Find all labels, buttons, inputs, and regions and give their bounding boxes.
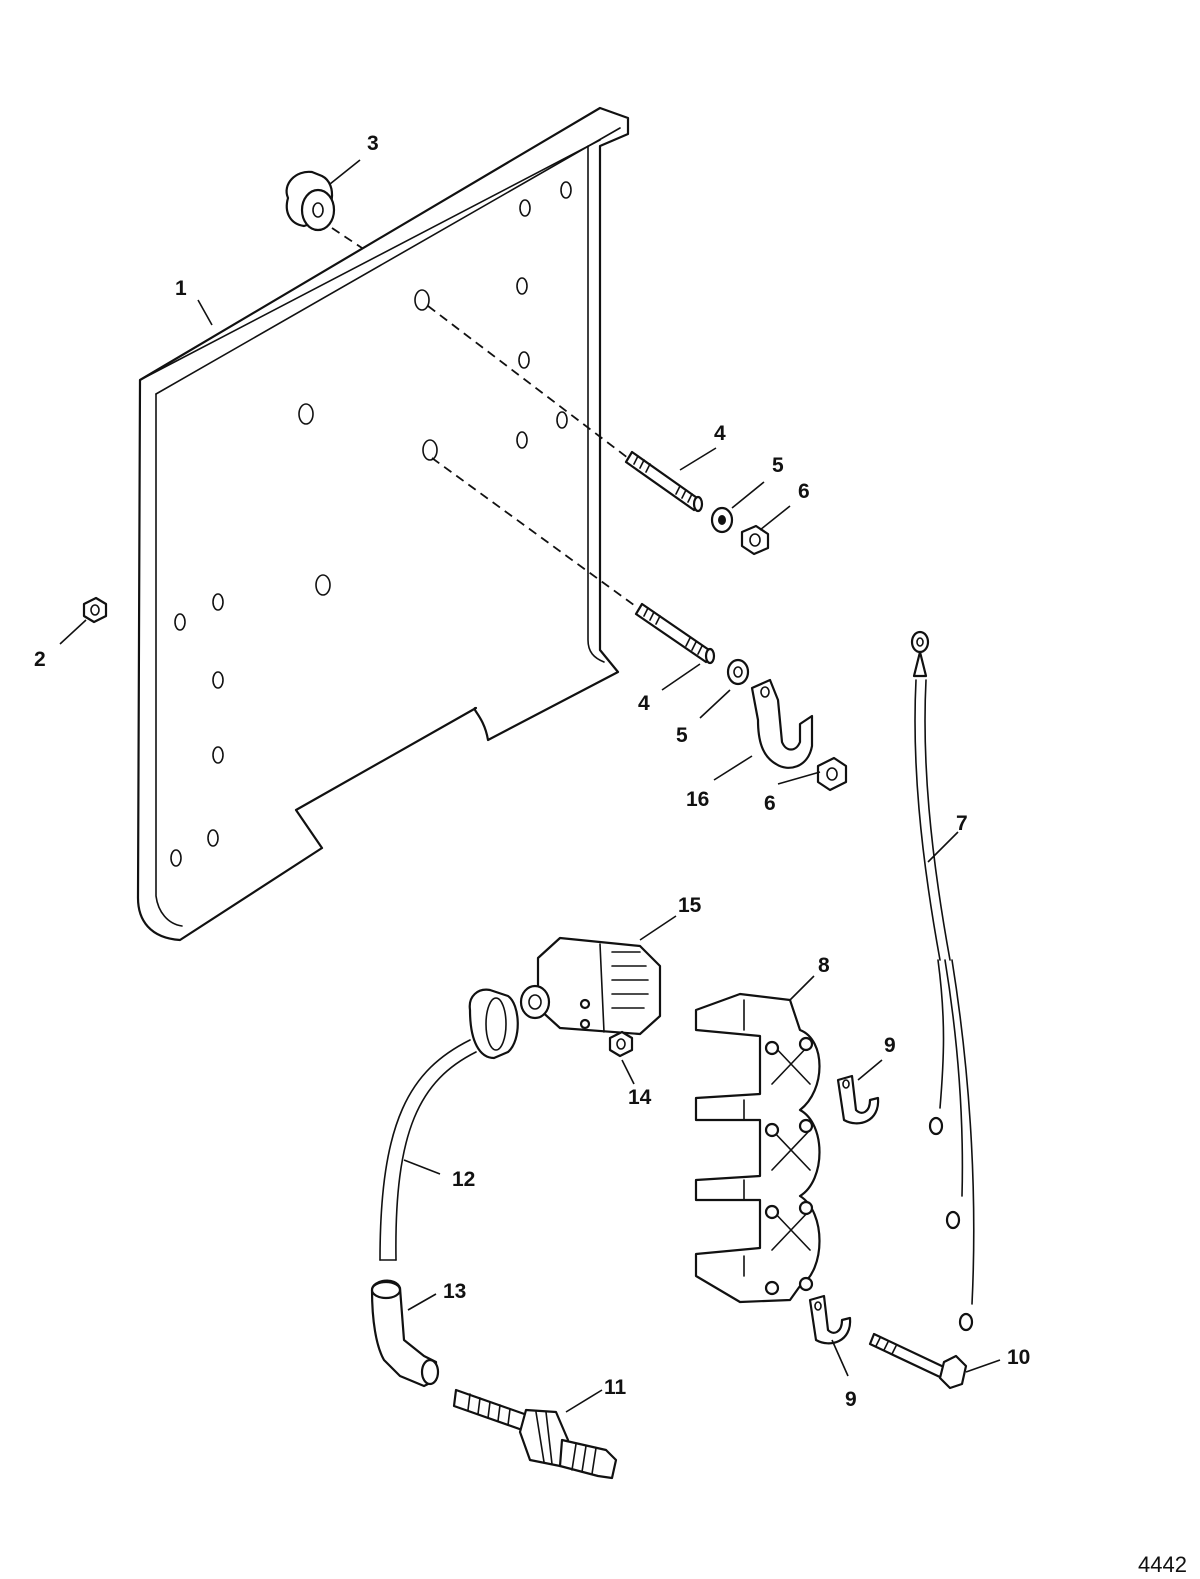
washer-upper bbox=[710, 506, 734, 534]
callout-leaders bbox=[59, 159, 1001, 1413]
spark-plug bbox=[452, 1388, 618, 1480]
ignition-coil bbox=[519, 936, 662, 1036]
high-tension-lead bbox=[379, 988, 519, 1261]
coil-nut bbox=[608, 1030, 634, 1058]
stator-bolt bbox=[868, 1332, 968, 1390]
figure-number: 4442 bbox=[1138, 1552, 1187, 1577]
nut-lower bbox=[816, 756, 848, 792]
callout-8: 8 bbox=[818, 954, 830, 977]
cable-clip-upper bbox=[836, 1074, 880, 1125]
nut-upper bbox=[740, 524, 770, 556]
callout-5-upper: 5 bbox=[772, 454, 784, 477]
callout-14: 14 bbox=[628, 1086, 652, 1109]
cable-clip-lower bbox=[808, 1294, 852, 1345]
stator bbox=[694, 992, 821, 1304]
j-clamp bbox=[750, 678, 814, 769]
stud-guide-line-upper bbox=[427, 305, 629, 459]
callout-3: 3 bbox=[367, 132, 379, 155]
callout-6-lower: 6 bbox=[764, 792, 776, 815]
washer-lower bbox=[726, 658, 750, 686]
callout-16: 16 bbox=[686, 788, 709, 811]
stud-guide-line-lower bbox=[431, 457, 639, 609]
callout-1: 1 bbox=[175, 277, 187, 300]
callout-10: 10 bbox=[1007, 1346, 1030, 1369]
mounting-plate bbox=[136, 106, 630, 942]
grommet-guide-line bbox=[331, 227, 363, 249]
callout-15: 15 bbox=[678, 894, 702, 917]
callout-labels: 1 2 3 4 4 5 5 6 6 7 8 9 9 10 11 12 13 14… bbox=[34, 132, 1030, 1411]
callout-12: 12 bbox=[452, 1168, 475, 1191]
grommet bbox=[285, 170, 336, 232]
callout-4-upper: 4 bbox=[714, 422, 726, 445]
callout-9-upper: 9 bbox=[884, 1034, 896, 1057]
spark-plug-boot bbox=[370, 1279, 440, 1388]
callout-9-lower: 9 bbox=[845, 1388, 857, 1411]
callout-11: 11 bbox=[604, 1376, 627, 1399]
callout-2: 2 bbox=[34, 648, 46, 671]
plate-holes bbox=[170, 181, 572, 867]
callout-7: 7 bbox=[956, 812, 968, 835]
callout-13: 13 bbox=[443, 1280, 466, 1303]
stud-upper bbox=[624, 450, 704, 513]
callout-4-lower: 4 bbox=[638, 692, 650, 715]
stud-lower bbox=[634, 602, 716, 665]
callout-5-lower: 5 bbox=[676, 724, 688, 747]
callout-6-upper: 6 bbox=[798, 480, 810, 503]
nut-small bbox=[82, 596, 108, 624]
ground-harness bbox=[910, 630, 975, 1332]
